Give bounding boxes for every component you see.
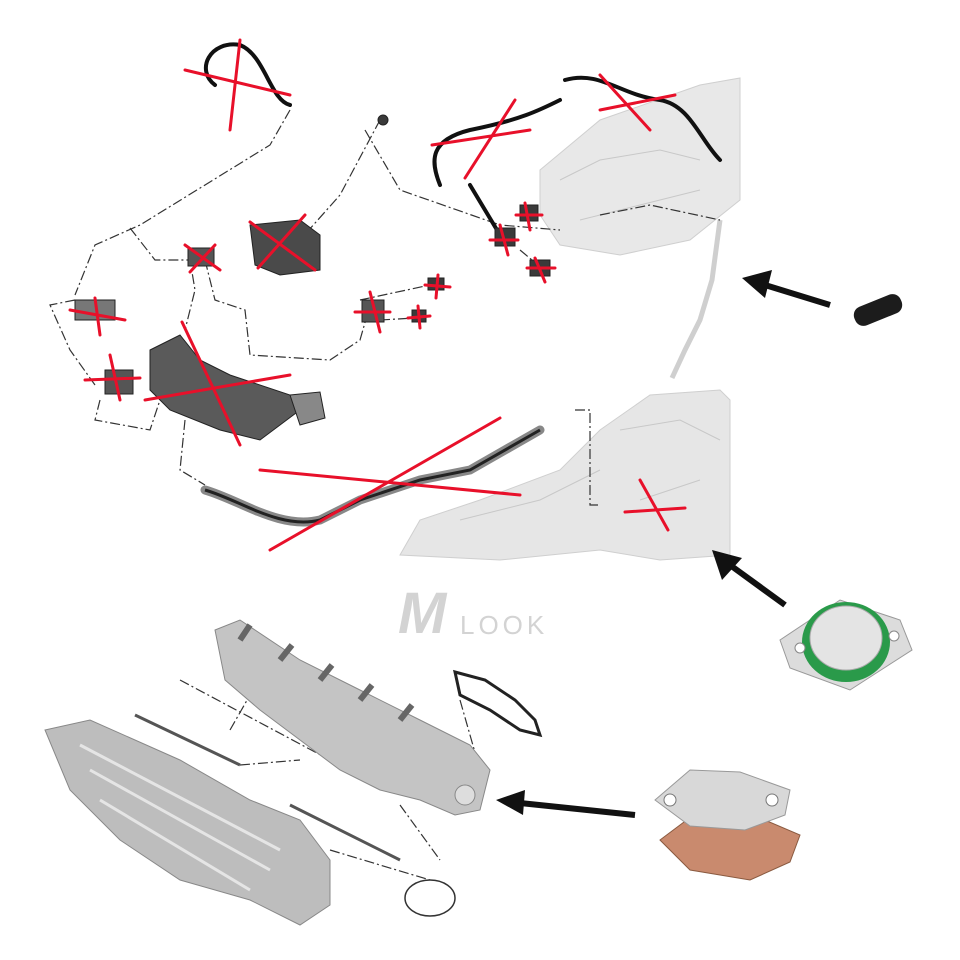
heat-shield [44,719,331,926]
cylinder-head-block [539,77,741,256]
removed-part-crosses [68,38,687,552]
manifold-gasket [453,669,543,738]
logo-text: LOOK [460,610,549,640]
egr-blanking-plate-round [779,599,913,691]
studs [134,713,401,862]
egr-blanking-plate-flat [654,769,801,881]
dipstick-tube [669,219,723,380]
direction-arrows [496,270,831,818]
mlook-logo: M LOOK [398,581,588,646]
exhaust-seal-ring [404,879,456,917]
exhaust-manifold [214,619,491,816]
egr-parts [74,114,551,441]
replacement-hose [853,294,903,326]
logo-mark: M [398,581,446,646]
